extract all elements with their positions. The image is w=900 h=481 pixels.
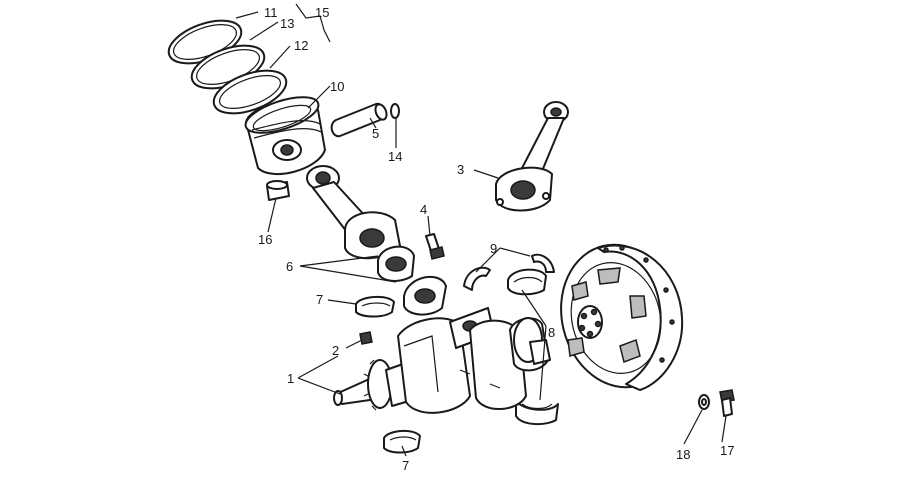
callout-13: 13 <box>280 16 294 31</box>
leader-lines <box>235 3 727 457</box>
thrust-washer-left <box>463 266 491 291</box>
main-bearing-shell-8-lower <box>515 399 559 426</box>
callout-18: 18 <box>676 447 690 462</box>
callout-17: 17 <box>720 443 734 458</box>
cap-bolt <box>425 233 445 260</box>
callout-7-lower: 7 <box>402 458 409 473</box>
crankshaft <box>333 307 551 414</box>
callout-4: 4 <box>420 202 427 217</box>
callout-2: 2 <box>332 343 339 358</box>
callout-7-upper: 7 <box>316 292 323 307</box>
flywheel <box>560 243 684 391</box>
piston-ring-oil <box>212 69 288 115</box>
callout-16: 16 <box>258 232 272 247</box>
thrust-washer-right <box>531 253 555 273</box>
woodruff-key <box>359 331 373 345</box>
connecting-rod-left <box>306 165 401 260</box>
callout-12: 12 <box>294 38 308 53</box>
callout-14: 14 <box>388 149 402 164</box>
flywheel-bolt <box>719 389 735 417</box>
callout-5: 5 <box>372 126 379 141</box>
connecting-rod-right <box>495 101 569 212</box>
main-bearing-shell-7-lower <box>383 430 421 454</box>
big-end-bearing-shell-upper <box>377 245 415 282</box>
main-bearing-shell-upper <box>355 296 395 318</box>
piston <box>244 96 326 176</box>
big-end-cap <box>403 276 447 316</box>
callout-8: 8 <box>548 325 555 340</box>
wrist-pin <box>330 102 388 138</box>
callout-labels: 11 15 13 12 10 5 14 3 4 16 6 7 2 1 9 8 7… <box>258 5 734 473</box>
flywheel-washer <box>698 394 710 410</box>
main-bearing-shell-8-upper <box>507 268 547 296</box>
callout-9: 9 <box>490 241 497 256</box>
callout-15: 15 <box>315 5 329 20</box>
callout-1: 1 <box>287 371 294 386</box>
callout-3: 3 <box>457 162 464 177</box>
callout-6: 6 <box>286 259 293 274</box>
callout-10: 10 <box>330 79 344 94</box>
callout-11: 11 <box>264 5 278 20</box>
small-end-bush <box>266 180 290 201</box>
wrist-pin-clip <box>390 103 400 119</box>
